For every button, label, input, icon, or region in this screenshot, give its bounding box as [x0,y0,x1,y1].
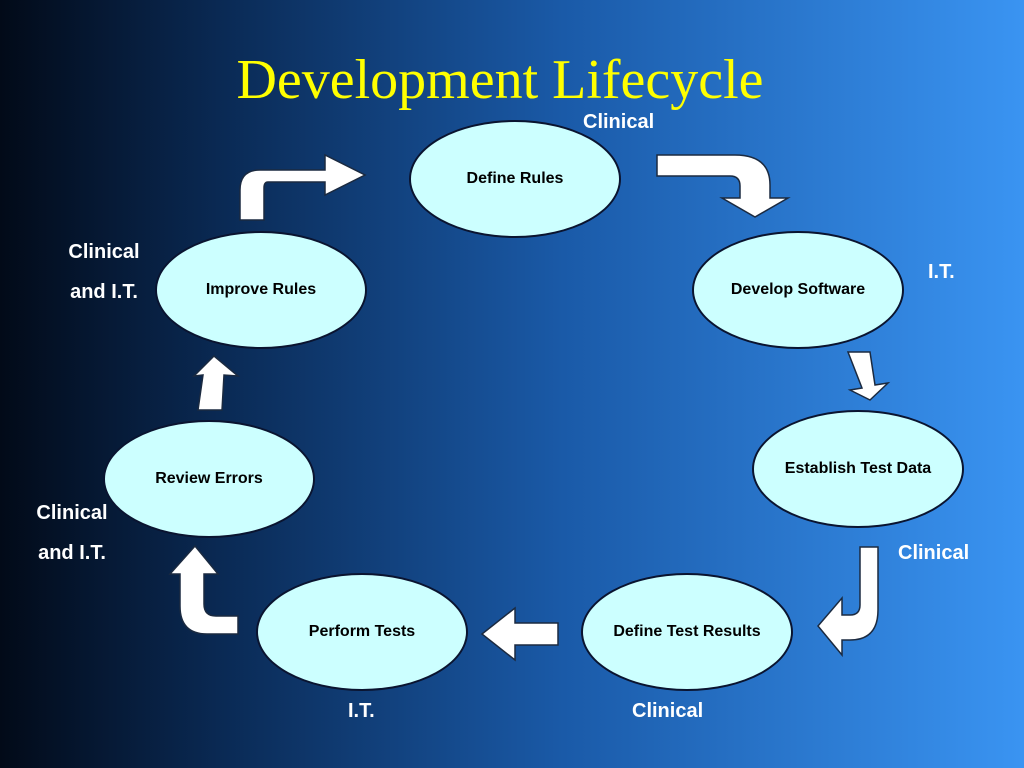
role-develop-software: I.T. [928,261,955,283]
arrow-perform-to-review [168,544,239,635]
node-develop-software-label: Develop Software [730,281,866,298]
node-improve-rules: Improve Rules [155,231,367,349]
node-define-rules: Define Rules [409,120,621,238]
role-review-errors-line1: Clinical [36,502,108,524]
node-review-errors: Review Errors [103,420,315,538]
role-establish-test-data: Clinical [898,542,970,564]
role-improve-rules-line1: Clinical [68,241,140,263]
role-review-errors-line2: and I.T. [38,542,106,564]
role-review-errors: Clinical and I.T. [24,493,120,573]
role-define-test-results: Clinical [632,700,704,722]
node-define-rules-label: Define Rules [466,170,564,187]
node-develop-software: Develop Software [692,231,904,349]
role-improve-rules-line2: and I.T. [70,281,138,303]
arrow-improve-to-define [239,153,367,221]
role-improve-rules: Clinical and I.T. [56,232,152,312]
node-improve-rules-label: Improve Rules [205,281,317,298]
arrow-define-to-develop [656,154,791,218]
node-define-test-results: Define Test Results [581,573,793,691]
slide-title: Development Lifecycle [236,49,764,111]
node-define-test-results-label: Define Test Results [613,623,761,640]
role-perform-tests: I.T. [348,700,375,722]
arrow-results-to-perform [480,606,559,662]
arrow-develop-to-establish [846,351,891,401]
arrow-establish-to-results [817,546,879,658]
node-perform-tests-label: Perform Tests [308,623,416,640]
role-define-rules: Clinical [583,111,655,133]
node-perform-tests: Perform Tests [256,573,468,691]
node-establish-test-data: Establish Test Data [752,410,964,528]
node-review-errors-label: Review Errors [155,470,263,487]
node-establish-test-data-label: Establish Test Data [784,460,932,477]
arrow-review-to-improve [191,354,241,411]
